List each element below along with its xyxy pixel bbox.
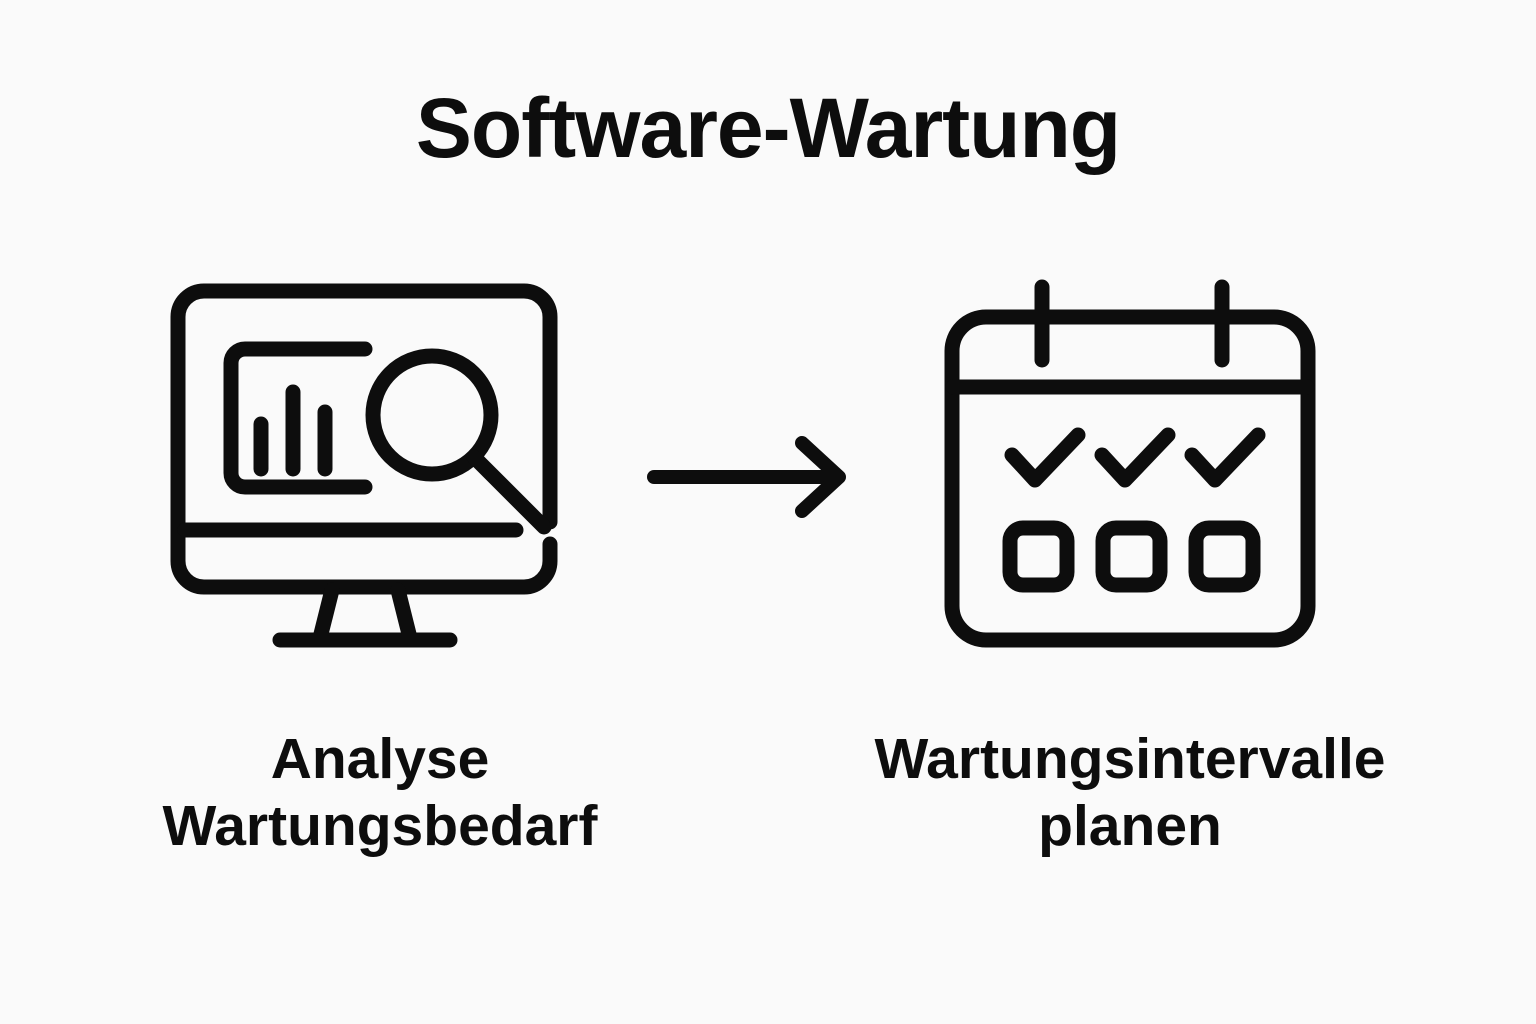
calendar-box-3 [1188, 520, 1261, 593]
magnifier-handle [466, 449, 552, 535]
monitor-analytics-magnifier-svg [170, 283, 558, 648]
calendar-body [944, 309, 1316, 648]
calendar-box-2 [1095, 520, 1168, 593]
calendar-check-3 [1184, 427, 1266, 488]
page-title: Software-Wartung [415, 81, 1121, 175]
monitor-frame [170, 283, 558, 595]
step-2-label: Wartungsintervalle planen [874, 727, 1386, 859]
flow-arrow-right [630, 430, 870, 530]
step-1-label: Analyse Wartungsbedarf [162, 727, 598, 859]
chart-frame [223, 341, 373, 495]
calendar-check-1 [1004, 427, 1086, 488]
arrow-head [795, 436, 846, 518]
monitor-stand-leg-left [312, 582, 340, 646]
monitor-analytics-magnifier-icon [160, 272, 580, 672]
magnifier-lens [365, 348, 499, 482]
calendar-checklist-svg [944, 279, 1316, 648]
calendar-check-2 [1094, 427, 1176, 488]
monitor-stand-leg-right [390, 582, 418, 646]
calendar-box-1 [1002, 520, 1075, 593]
arrow-right-icon [647, 436, 846, 518]
calendar-checklist-icon [930, 270, 1330, 662]
